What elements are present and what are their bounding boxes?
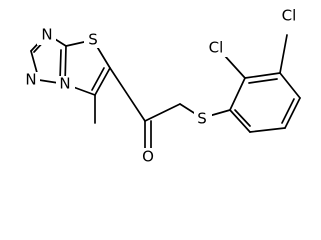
bond-ar6-ar1-inner bbox=[234, 109, 251, 127]
bond-ar1-ar2 bbox=[229, 77, 246, 111]
atom-n-bridge: N bbox=[59, 75, 70, 93]
bond-ar5-ar6 bbox=[249, 127, 286, 133]
atom-s-thiazole: S bbox=[88, 31, 98, 49]
ketone-linker bbox=[109, 67, 231, 149]
bond-ar6-ar1 bbox=[229, 109, 251, 133]
bond-n1-c8a-inner bbox=[59, 49, 62, 81]
molecule-svg: N N N S S O Cl Cl bbox=[21, 6, 304, 166]
dichlorophenyl-ring bbox=[224, 34, 301, 133]
bond-c5-c6 bbox=[94, 67, 111, 96]
bond-ar3-cl bbox=[279, 34, 288, 74]
atom-n-left: N bbox=[25, 71, 36, 89]
bond-ar2-cl bbox=[224, 55, 246, 79]
bond-ar3-ar4 bbox=[279, 72, 301, 99]
bond-ar2-ar3-inner bbox=[248, 78, 278, 84]
atom-s-thioether: S bbox=[197, 110, 207, 128]
bond-ar4-ar5 bbox=[284, 97, 301, 129]
bond-c5-c6-inner bbox=[91, 67, 105, 91]
bond-carbonyl-ch2 bbox=[144, 103, 181, 122]
atom-cl-upper: Cl bbox=[282, 7, 297, 25]
structure-diagram: N N N S S O Cl Cl bbox=[21, 6, 304, 166]
bond-ar2-ar3 bbox=[244, 72, 281, 79]
atom-cl-lower: Cl bbox=[209, 39, 224, 57]
bond-ar4-ar5-inner bbox=[281, 98, 295, 124]
atom-o-carbonyl: O bbox=[142, 148, 154, 166]
bond-c5-carbonyl bbox=[109, 67, 146, 122]
atom-labels: N N N S S O Cl Cl bbox=[21, 7, 304, 166]
atom-n-top: N bbox=[41, 26, 52, 44]
